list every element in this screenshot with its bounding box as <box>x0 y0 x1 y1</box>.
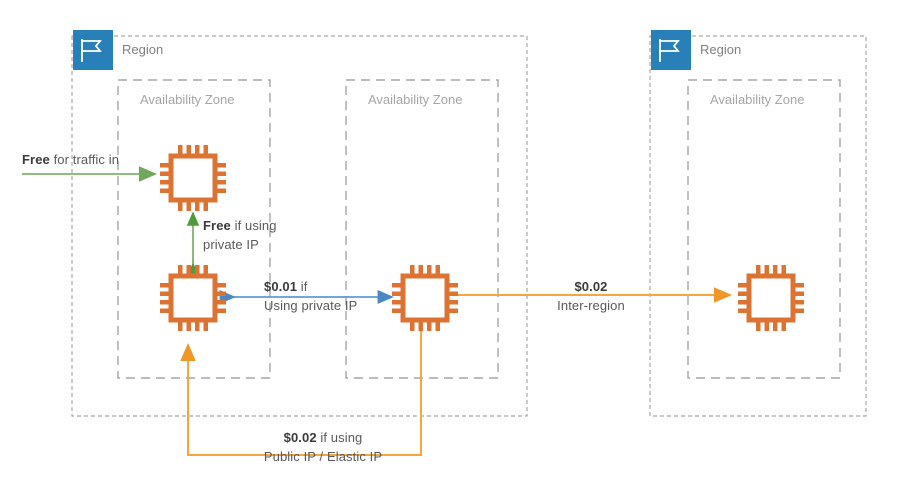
flow-label-inter-region: $0.02 Inter-region <box>536 277 646 315</box>
instance-c1-cpu-icon <box>738 265 804 331</box>
flow-label-inter-az: $0.01 if Using private IP <box>264 277 357 315</box>
region-flag-icon-left <box>73 30 113 70</box>
flow-public-elastic-ip-line <box>180 330 422 456</box>
flow-text-inter-az: if <box>297 279 308 294</box>
flow-label-traffic-in: Free for traffic in <box>22 150 119 169</box>
flow-text2-public-elastic-ip: Public IP / Elastic IP <box>263 449 383 464</box>
instance-a2-cpu-icon <box>160 265 226 331</box>
flow-price-intra-az: Free <box>203 218 231 233</box>
az-label-2: Availability Zone <box>368 92 463 107</box>
az-label-3: Availability Zone <box>710 92 805 107</box>
flow-text-intra-az: if using <box>230 218 277 233</box>
az-label-1: Availability Zone <box>140 92 235 107</box>
region-box-left <box>71 35 528 417</box>
az-box-1 <box>117 79 271 379</box>
flow-text2-intra-az: private IP <box>203 237 259 252</box>
region-flag-icon-right <box>651 30 691 70</box>
instance-b1-cpu-icon <box>392 265 458 331</box>
region-box-right <box>649 35 867 417</box>
flow-price-inter-az: $0.01 <box>264 279 298 294</box>
region-label-left: Region <box>122 42 164 57</box>
instance-a1-cpu-icon <box>160 145 226 211</box>
flow-price-public-elastic-ip: $0.02 <box>283 430 317 445</box>
flow-label-public-elastic-ip: $0.02 if using Public IP / Elastic IP <box>233 428 413 466</box>
flow-price-traffic-in: Free <box>22 152 50 167</box>
flow-text-public-elastic-ip: if using <box>316 430 363 445</box>
az-box-3 <box>687 79 841 379</box>
flow-price-inter-region: $0.02 <box>574 279 608 294</box>
flow-text-traffic-in: for traffic in <box>49 152 120 167</box>
flow-text2-inter-az: Using private IP <box>264 298 358 313</box>
region-label-right: Region <box>700 42 742 57</box>
flow-label-intra-az: Free if using private IP <box>203 216 277 254</box>
flow-text2-inter-region: Inter-region <box>557 298 625 313</box>
